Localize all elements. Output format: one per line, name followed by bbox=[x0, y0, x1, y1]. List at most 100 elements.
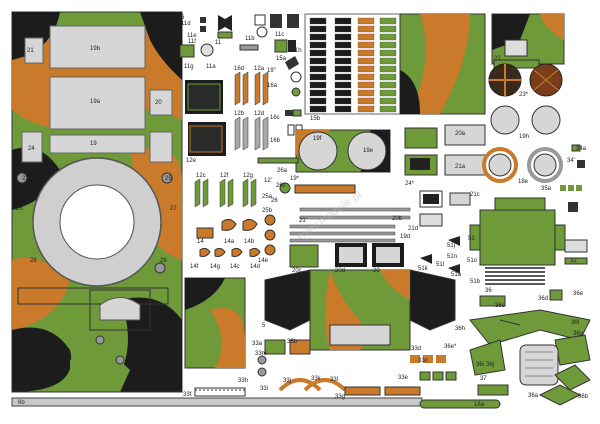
part-label: 19* bbox=[290, 176, 300, 182]
part-label: 33b bbox=[287, 339, 298, 345]
hull-top-panel bbox=[11, 11, 183, 393]
grid-cell bbox=[334, 25, 352, 33]
part-label: 33h bbox=[238, 378, 248, 384]
part-label: 19 bbox=[90, 141, 97, 147]
part-label: 11 bbox=[215, 40, 222, 46]
part-label: 51k bbox=[418, 266, 429, 272]
part-label: 27 bbox=[170, 206, 177, 212]
part-label: 36e bbox=[573, 291, 584, 297]
part-label: 20d bbox=[335, 268, 345, 274]
part-label: 34' bbox=[567, 158, 575, 164]
grid-cell bbox=[379, 57, 397, 65]
part-label: 37 bbox=[480, 376, 487, 382]
grid-cell bbox=[334, 105, 352, 113]
part-24-window bbox=[410, 158, 430, 170]
grid-cell bbox=[334, 57, 352, 65]
part-label: 33g bbox=[335, 394, 345, 400]
strips-36 bbox=[485, 267, 545, 285]
grid-cell bbox=[309, 73, 327, 81]
part-label: 11d bbox=[181, 21, 191, 27]
part-label: 16d bbox=[234, 66, 244, 72]
part-label: 12f bbox=[220, 173, 229, 179]
grid-cell bbox=[357, 17, 375, 25]
grid-cell bbox=[357, 33, 375, 41]
part-label: 14d bbox=[250, 264, 260, 270]
panel-19e bbox=[295, 129, 391, 173]
hull-front-part bbox=[264, 269, 456, 351]
part-label: 5 bbox=[262, 323, 266, 329]
grid-cell bbox=[357, 25, 375, 33]
grid-cell bbox=[334, 49, 352, 57]
parts-14 bbox=[196, 218, 261, 257]
part-label: 18e bbox=[518, 179, 529, 185]
part-label: 12b bbox=[234, 111, 245, 117]
part-label: 18a bbox=[474, 402, 485, 408]
part-label: 11b bbox=[245, 36, 255, 42]
part-label: 12g bbox=[243, 173, 253, 179]
grid-cell bbox=[357, 105, 375, 113]
grid-cell bbox=[379, 17, 397, 25]
grid-cell bbox=[334, 89, 352, 97]
part-label: 51j bbox=[447, 243, 455, 249]
boxes-20 bbox=[289, 243, 404, 268]
part-label: 36c bbox=[495, 303, 505, 309]
grid-cell bbox=[334, 73, 352, 81]
part-label: 33f bbox=[183, 392, 192, 398]
grid-cell bbox=[309, 33, 327, 41]
grid-cell bbox=[379, 73, 397, 81]
part-label: 19" bbox=[267, 68, 276, 74]
part-label: 11f bbox=[188, 39, 196, 45]
label-grid-12h bbox=[304, 13, 401, 115]
part-label: 14e bbox=[258, 258, 269, 264]
part-label: 51o bbox=[467, 258, 478, 264]
part-label: 36j bbox=[486, 362, 494, 368]
part-label: 25a bbox=[262, 194, 273, 200]
part-label: 19h bbox=[519, 134, 529, 140]
part-label: 6 bbox=[181, 15, 185, 21]
round-parts-25 bbox=[264, 182, 291, 256]
part-label: 6b bbox=[18, 400, 25, 406]
small-parts-top bbox=[179, 14, 299, 58]
grid-cell bbox=[334, 97, 352, 105]
grid-cell bbox=[309, 17, 327, 25]
grid-cell bbox=[379, 105, 397, 113]
part-label: 16b bbox=[270, 138, 281, 144]
grid-cell bbox=[309, 65, 327, 73]
part-label: 33m bbox=[255, 351, 267, 357]
part-label: 33l bbox=[330, 377, 338, 383]
part-label: 33j bbox=[283, 378, 291, 384]
grid-cell bbox=[309, 25, 327, 33]
grid-cell bbox=[309, 49, 327, 57]
part-label: 12c bbox=[196, 173, 206, 179]
part-label: 36f bbox=[571, 320, 580, 326]
grid-cell bbox=[309, 57, 327, 65]
part-label: 21 bbox=[27, 48, 34, 54]
part-label: 33k bbox=[311, 376, 322, 382]
grid-cell bbox=[357, 81, 375, 89]
part-label: 33c bbox=[418, 358, 428, 364]
part-label: 51b bbox=[470, 279, 481, 285]
part-label: 26 bbox=[271, 198, 278, 204]
grid-cell bbox=[379, 81, 397, 89]
part-label: 30 bbox=[168, 378, 175, 384]
part-label: 36i bbox=[476, 362, 484, 368]
part-label: 26 bbox=[16, 206, 23, 212]
part-label: 20 bbox=[373, 268, 380, 274]
part-label: 12d bbox=[254, 111, 264, 117]
part-label: 33i bbox=[260, 386, 268, 392]
part-label: 14b bbox=[244, 239, 255, 245]
camo-panel-22 bbox=[491, 13, 565, 69]
part-label: 36e* bbox=[444, 344, 457, 350]
small-parts-34 bbox=[560, 144, 585, 212]
part-label: 36b bbox=[578, 394, 589, 400]
part-label: 19b bbox=[90, 46, 101, 52]
part-label: 11a bbox=[206, 64, 216, 70]
part-label: 12' bbox=[264, 178, 272, 184]
part-label: 36h bbox=[455, 326, 465, 332]
part-label: 23 bbox=[22, 176, 29, 182]
part-label: 51n bbox=[447, 254, 457, 260]
part-label: 21d bbox=[408, 226, 418, 232]
grid-cell bbox=[379, 49, 397, 57]
grid-cell bbox=[334, 33, 352, 41]
